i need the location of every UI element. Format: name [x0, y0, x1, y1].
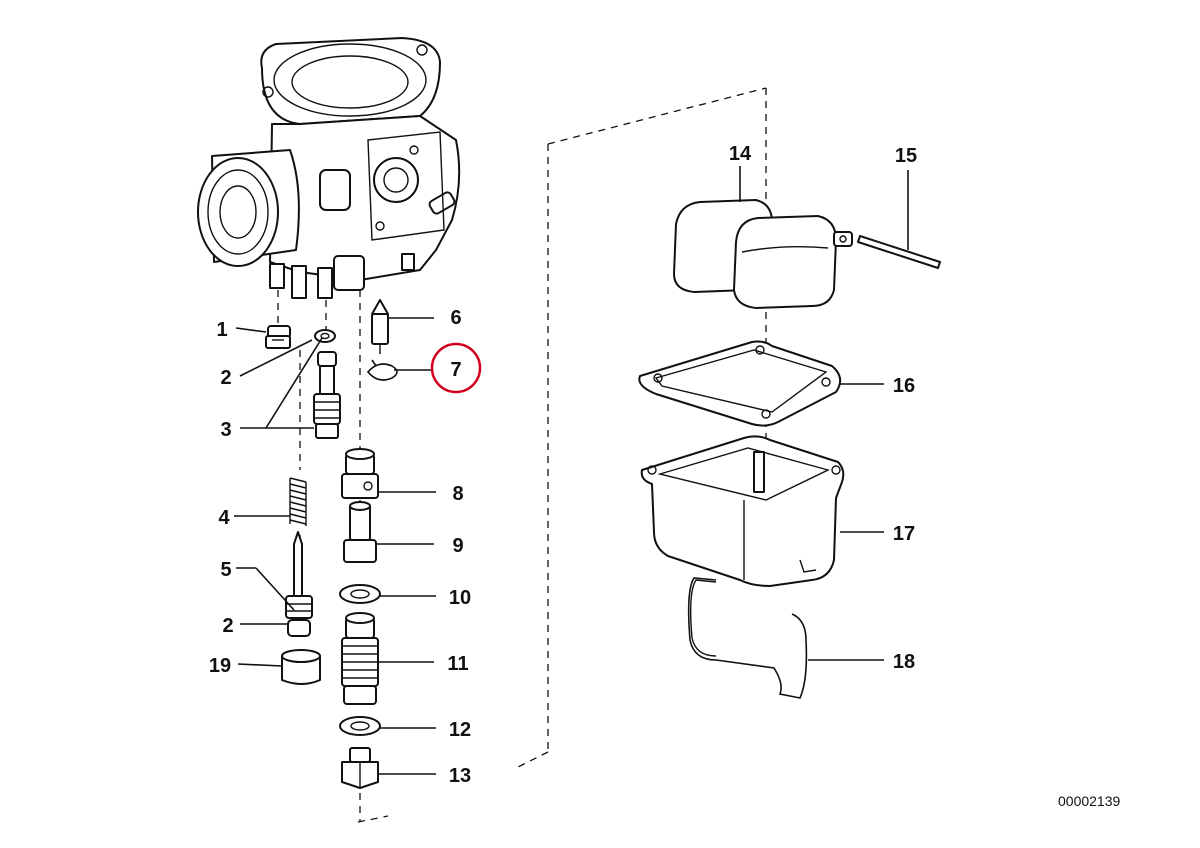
- part-11-main-jet-holder: [341, 612, 379, 705]
- highlight-circle: [430, 342, 482, 394]
- label-part-4: 4: [218, 507, 230, 529]
- part-7-clip: [366, 359, 398, 381]
- label-part-17: 17: [893, 523, 915, 545]
- label-part-3: 3: [220, 419, 231, 441]
- part-10-washer: [339, 584, 381, 604]
- label-part-19: 19: [209, 655, 231, 677]
- part-17-float-bowl: [640, 435, 845, 587]
- part-5-mixture-screw: [285, 531, 313, 637]
- part-15-pin: [857, 235, 941, 269]
- label-part-1: 1: [216, 319, 227, 341]
- part-13-plug: [341, 747, 379, 789]
- diagram-reference-number: 00002139: [1058, 793, 1121, 809]
- part-16-gasket: [638, 340, 842, 427]
- label-part-7: 7: [450, 359, 461, 381]
- part-2-washer: [314, 329, 336, 343]
- label-part-8: 8: [452, 483, 463, 505]
- part-12-washer: [339, 716, 381, 736]
- float-bowl-bracket: [515, 87, 767, 769]
- label-part-5: 5: [220, 559, 231, 581]
- part-9-needle-jet: [343, 501, 377, 563]
- label-part-2: 2: [220, 367, 231, 389]
- label-part-9: 9: [452, 535, 463, 557]
- label-part-15: 15: [895, 145, 917, 167]
- leader-lines: [234, 166, 909, 775]
- label-part-11: 11: [447, 653, 468, 675]
- part-4-spring: [289, 477, 307, 526]
- label-part-10: 10: [449, 587, 471, 609]
- part-6-float-needle: [371, 299, 389, 354]
- label-part-14: 14: [729, 143, 752, 165]
- part-14-floats: [673, 199, 853, 309]
- part-8-jet-holder: [341, 448, 379, 499]
- part-19-cap: [281, 649, 321, 685]
- carburetor-body: [197, 37, 461, 299]
- label-part-2b: 2: [222, 615, 233, 637]
- label-part-13: 13: [449, 765, 471, 787]
- part-3-pilot-jet: [313, 351, 341, 439]
- label-part-6: 6: [450, 307, 461, 329]
- label-part-18: 18: [893, 651, 915, 673]
- part-1-screw: [265, 325, 291, 349]
- label-part-16: 16: [893, 375, 915, 397]
- part-18-wire-clip: [687, 577, 808, 699]
- label-part-12: 12: [449, 719, 471, 741]
- part-labels: 1 2 3 4 5 2 19 6 7 8 9 10 11 12 13 14 15…: [209, 143, 917, 787]
